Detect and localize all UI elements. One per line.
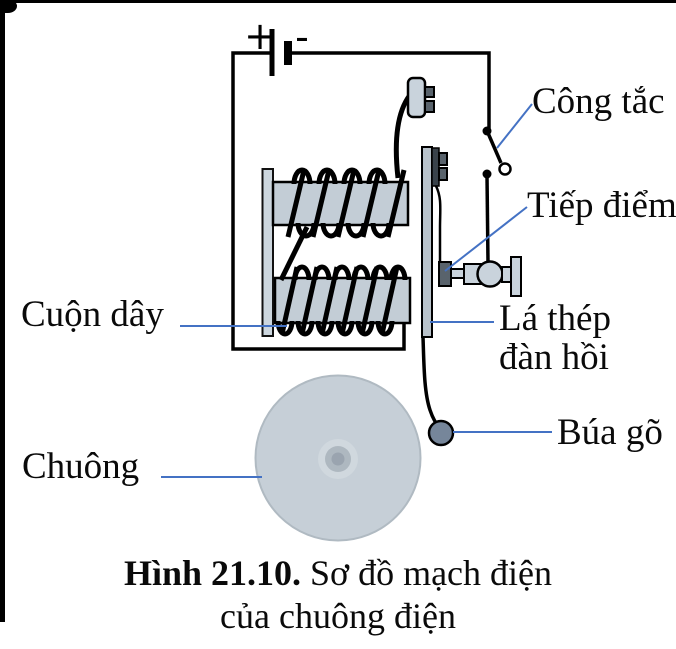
strip-clamp <box>431 147 440 187</box>
circuit-wire-right <box>291 51 491 129</box>
lower-coil-turns <box>279 266 400 335</box>
switch-leader-line <box>496 103 533 149</box>
switch-lower-dot <box>482 169 492 179</box>
hammer-head <box>427 419 455 447</box>
label-steel-strip: Lá thép đàn hồi <box>499 299 611 377</box>
upper-coil-turns <box>285 169 407 238</box>
strip-clamp-pin-top <box>438 152 448 166</box>
corner-blob <box>0 0 17 13</box>
terminal-pin-bottom <box>424 100 435 113</box>
switch-open-terminal <box>498 162 512 176</box>
label-steel-strip-line2: đàn hồi <box>499 337 609 378</box>
figure-caption: Hình 21.10.Sơ đồ mạch điện của chuông đi… <box>0 552 676 638</box>
strip-wire <box>434 185 442 262</box>
hammer-arm <box>421 336 442 430</box>
wire-switch-to-contact <box>485 175 490 263</box>
circuit-wire-left-loop <box>231 51 406 351</box>
label-bell: Chuông <box>22 446 140 487</box>
inter-coil-wire <box>278 225 310 282</box>
lower-coil-loops <box>275 264 408 337</box>
strip-clamp-pin-bottom <box>438 167 448 181</box>
top-border <box>0 0 676 3</box>
contact-ball <box>476 260 504 288</box>
caption-line1: Hình 21.10.Sơ đồ mạch điện <box>0 552 676 595</box>
coil-to-terminal-wire <box>393 93 413 179</box>
terminal-pin-top <box>424 86 435 98</box>
left-border <box>0 0 5 622</box>
contact-leader-line <box>444 206 528 272</box>
terminal-block <box>406 76 427 119</box>
coil-support-bar <box>261 168 274 337</box>
contact-rod <box>450 268 465 279</box>
caption-line2: của chuông điện <box>220 596 456 636</box>
caption-figure-number: Hình 21.10. <box>123 553 302 593</box>
label-hammer: Búa gõ <box>557 412 663 453</box>
bell-hub-center <box>331 452 345 466</box>
steel-strip <box>421 146 433 338</box>
label-contact-point: Tiếp điểm <box>527 185 676 226</box>
switch-lever <box>486 132 503 164</box>
contact-bracket-plate <box>510 256 522 297</box>
caption-title: Sơ đồ mạch điện <box>310 553 553 593</box>
battery-plus-sign: + <box>244 14 276 58</box>
label-steel-strip-line1: Lá thép <box>499 298 611 339</box>
label-switch: Công tắc <box>532 81 665 122</box>
contact-bracket-tab <box>501 266 512 283</box>
battery-minus-sign: - <box>295 15 309 59</box>
contact-screw <box>438 261 452 287</box>
label-coil: Cuộn dây <box>21 294 164 335</box>
